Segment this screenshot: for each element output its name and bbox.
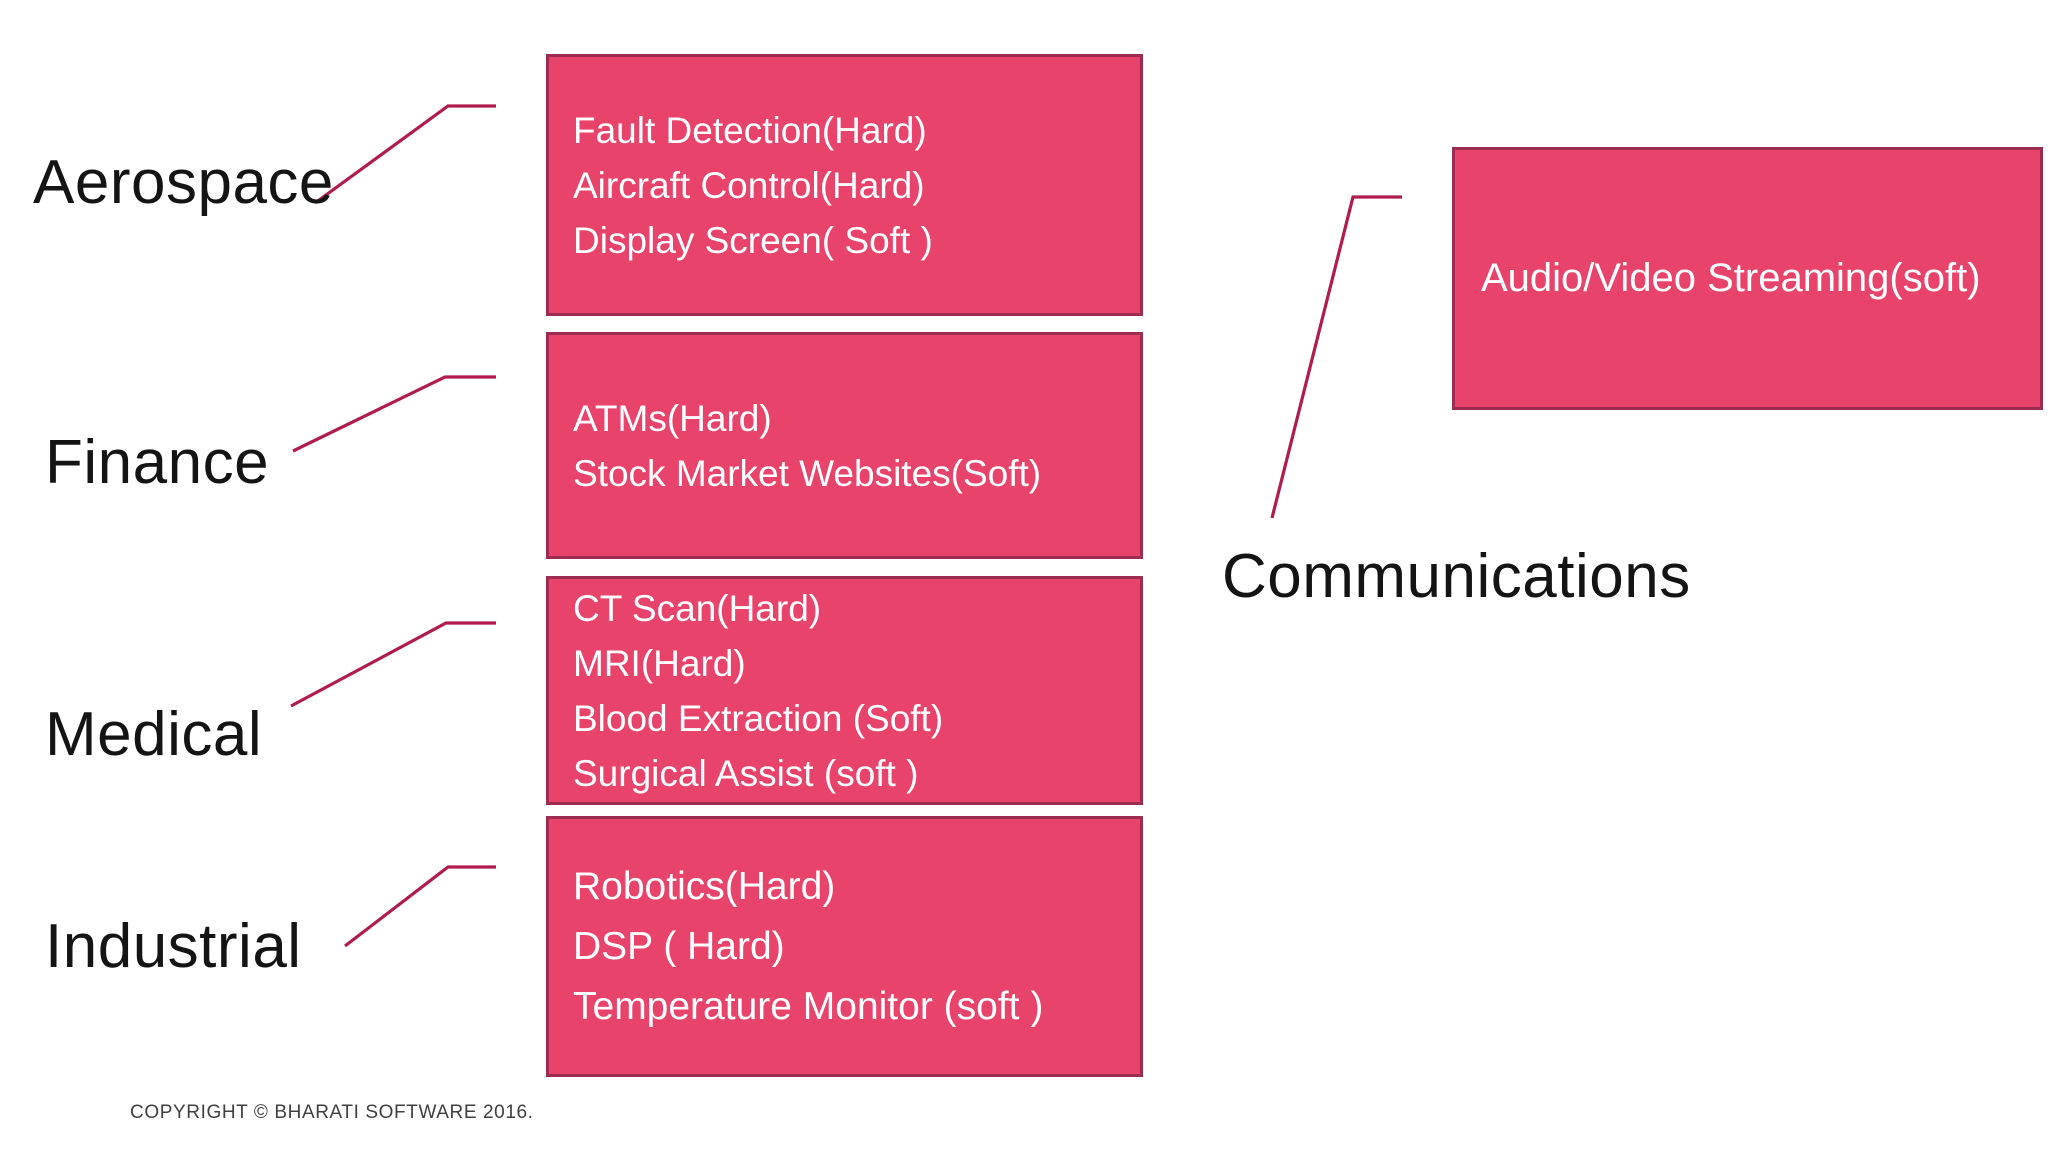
copyright-text: COPYRIGHT © BHARATI SOFTWARE 2016. [130,1102,534,1123]
box-item: DSP ( Hard) [573,924,785,968]
connector-aerospace [314,104,496,205]
box-medical-applications: CT Scan(Hard) MRI(Hard) Blood Extraction… [546,576,1143,805]
box-item: MRI(Hard) [573,642,746,684]
connector-industrial [344,865,496,948]
connector-finance [292,375,496,453]
box-item: CT Scan(Hard) [573,587,822,629]
box-item: ATMs(Hard) [573,397,772,439]
box-aerospace-applications: Fault Detection(Hard) Aircraft Control(H… [546,54,1143,316]
box-item: Temperature Monitor (soft ) [573,984,1044,1028]
box-item: Surgical Assist (soft ) [573,752,919,794]
box-item: Display Screen( Soft ) [573,219,933,261]
box-item: Fault Detection(Hard) [573,109,927,151]
label-aerospace: Aerospace [33,148,334,217]
box-item: Stock Market Websites(Soft) [573,452,1042,494]
label-medical: Medical [45,700,263,769]
label-finance: Finance [45,428,270,497]
label-industrial: Industrial [45,912,302,981]
label-communications: Communications [1222,542,1691,611]
box-item: Blood Extraction (Soft) [573,697,944,739]
box-industrial-applications: Robotics(Hard) DSP ( Hard) Temperature M… [546,816,1143,1077]
box-item: Robotics(Hard) [573,864,836,908]
connector-medical [290,621,496,708]
box-finance-applications: ATMs(Hard) Stock Market Websites(Soft) [546,332,1143,559]
box-communications-applications: Audio/Video Streaming(soft) [1452,147,2043,410]
box-item: Audio/Video Streaming(soft) [1481,256,1981,300]
connector-communications [1270,195,1402,519]
box-item: Aircraft Control(Hard) [573,164,925,206]
